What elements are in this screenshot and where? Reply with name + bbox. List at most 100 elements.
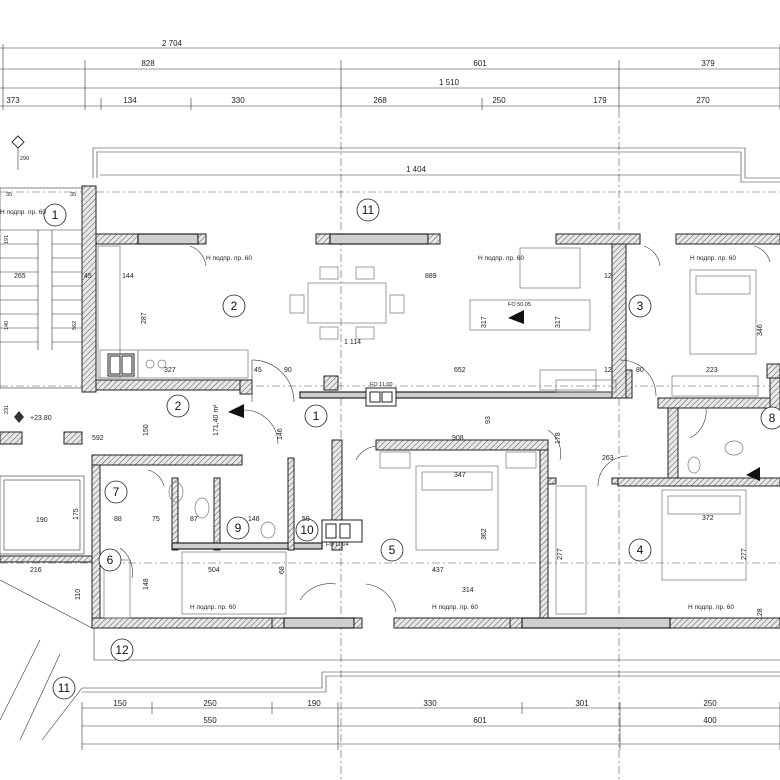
svg-text:347: 347 [454,472,466,479]
svg-text:178: 178 [555,432,562,444]
svg-text:146: 146 [277,428,284,440]
dim-bottom-row2-c: 400 [703,716,717,725]
dim-inner-top: 1 404 [406,165,427,174]
dim-bottom-row1-d: 330 [423,699,437,708]
svg-text:277: 277 [557,548,564,560]
dim-top-row2-b: 601 [473,59,487,68]
dim-bottom-row1-e: 301 [575,699,589,708]
svg-text:Н подпр. пр. 60: Н подпр. пр. 60 [206,255,252,262]
dim-top-row4-f: 179 [593,96,607,105]
svg-text:216: 216 [30,567,42,574]
svg-text:190: 190 [36,517,48,524]
dim-top-row4-a: 373 [6,96,20,105]
svg-text:277: 277 [741,548,748,560]
north-arrow-icon [11,135,25,170]
svg-text:8: 8 [769,411,776,425]
svg-text:5: 5 [389,543,396,557]
svg-text:317: 317 [555,316,562,328]
level-text: +23.80 [30,415,52,422]
dim-top-row3: 1 510 [439,78,460,87]
room-label-6: 6 [98,548,122,572]
svg-text:93: 93 [485,416,492,424]
svg-text:Н подпр. пр. 60: Н подпр. пр. 60 [688,604,734,611]
room-label-2-hall: 2 [166,394,190,418]
svg-text:148: 148 [248,516,260,523]
dim-bottom-row1-a: 150 [113,699,127,708]
room-label-1-stair: 1 [43,203,67,227]
svg-text:327: 327 [164,367,176,374]
dim-stair-562: 562 [72,321,78,330]
svg-text:592: 592 [92,435,104,442]
svg-text:12: 12 [604,367,612,374]
terrace-outline-bottom [0,475,780,741]
svg-text:7: 7 [113,485,120,499]
room-label-3: 3 [628,294,652,318]
dim-bottom-row2-b: 601 [473,716,487,725]
sill-labels: Н подпр. пр. 60 Н подпр. пр. 60 Н подпр.… [0,209,736,611]
room-label-11-bottom: 11 [52,676,76,700]
svg-text:889: 889 [425,273,437,280]
svg-text:437: 437 [432,567,444,574]
dim-bottom-row1-c: 190 [307,699,321,708]
svg-text:88: 88 [114,516,122,523]
dim-stair-35b: 35 [70,192,76,198]
svg-text:110: 110 [75,589,82,600]
room-label-9: 9 [226,516,250,540]
terrace-outline-top: 1 404 [92,147,780,183]
window-label-fo1100: FO 11.00 [370,382,393,388]
svg-text:3: 3 [637,299,644,313]
dim-top-row2-c: 379 [701,59,715,68]
window-label-fo1104: FO 11.04 [326,542,349,548]
dim-bottom-row2-a: 550 [203,716,217,725]
svg-text:45: 45 [84,273,92,280]
svg-text:346: 346 [757,324,764,336]
window-label-fo5005: FO 50.05 [508,302,531,308]
walls [0,185,780,629]
svg-text:4: 4 [637,543,644,557]
room-label-12: 12 [110,638,134,662]
svg-text:287: 287 [141,312,148,324]
area-living: 171,40 m² [213,404,220,436]
svg-text:144: 144 [122,273,134,280]
dim-top-row2-a: 828 [141,59,155,68]
dim-top-row4-d: 268 [373,96,387,105]
dim-stair-35a: 35 [6,192,12,198]
room-labels: 1 11 2 3 2 1 8 7 9 10 5 4 6 12 11 [43,198,780,700]
svg-text:2: 2 [231,299,238,313]
svg-text:2: 2 [175,399,182,413]
staircase: 290 35 35 191 140 231 562 265 [0,156,83,414]
svg-text:263: 263 [602,455,614,462]
svg-text:148: 148 [143,578,150,590]
room-label-2-kitchen: 2 [222,294,246,318]
svg-text:Н подпр. пр. 60: Н подпр. пр. 60 [190,604,236,611]
dim-265: 265 [14,273,26,280]
svg-text:128: 128 [757,608,764,620]
svg-text:90: 90 [284,367,292,374]
room-label-10: 10 [295,518,319,542]
svg-text:908: 908 [452,435,464,442]
dim-stair-231: 231 [4,405,10,414]
svg-text:314: 314 [462,587,474,594]
svg-text:1: 1 [313,409,320,423]
svg-text:Н подпр. пр. 60: Н подпр. пр. 60 [690,255,736,262]
svg-text:317: 317 [481,316,488,328]
svg-text:12: 12 [604,273,612,280]
dim-overall: 2 704 [162,39,183,48]
dim-stair-140: 140 [4,321,10,330]
dim-top-row4-e: 250 [492,96,506,105]
svg-text:9: 9 [235,521,242,535]
dim-stair-290: 290 [20,156,29,162]
bottom-dimension-chain: 150 250 190 330 301 250 550 601 400 [81,699,780,750]
dim-stair-191: 191 [4,235,10,244]
svg-text:68: 68 [279,566,286,574]
svg-text:372: 372 [702,515,714,522]
furniture [97,245,759,619]
room-label-4: 4 [628,538,652,562]
level-marker: +23.80 [14,411,52,423]
svg-text:1: 1 [52,208,59,222]
svg-text:45: 45 [254,367,262,374]
svg-text:223: 223 [706,367,718,374]
room-label-11-top: 11 [356,198,380,222]
svg-text:12: 12 [115,643,129,657]
